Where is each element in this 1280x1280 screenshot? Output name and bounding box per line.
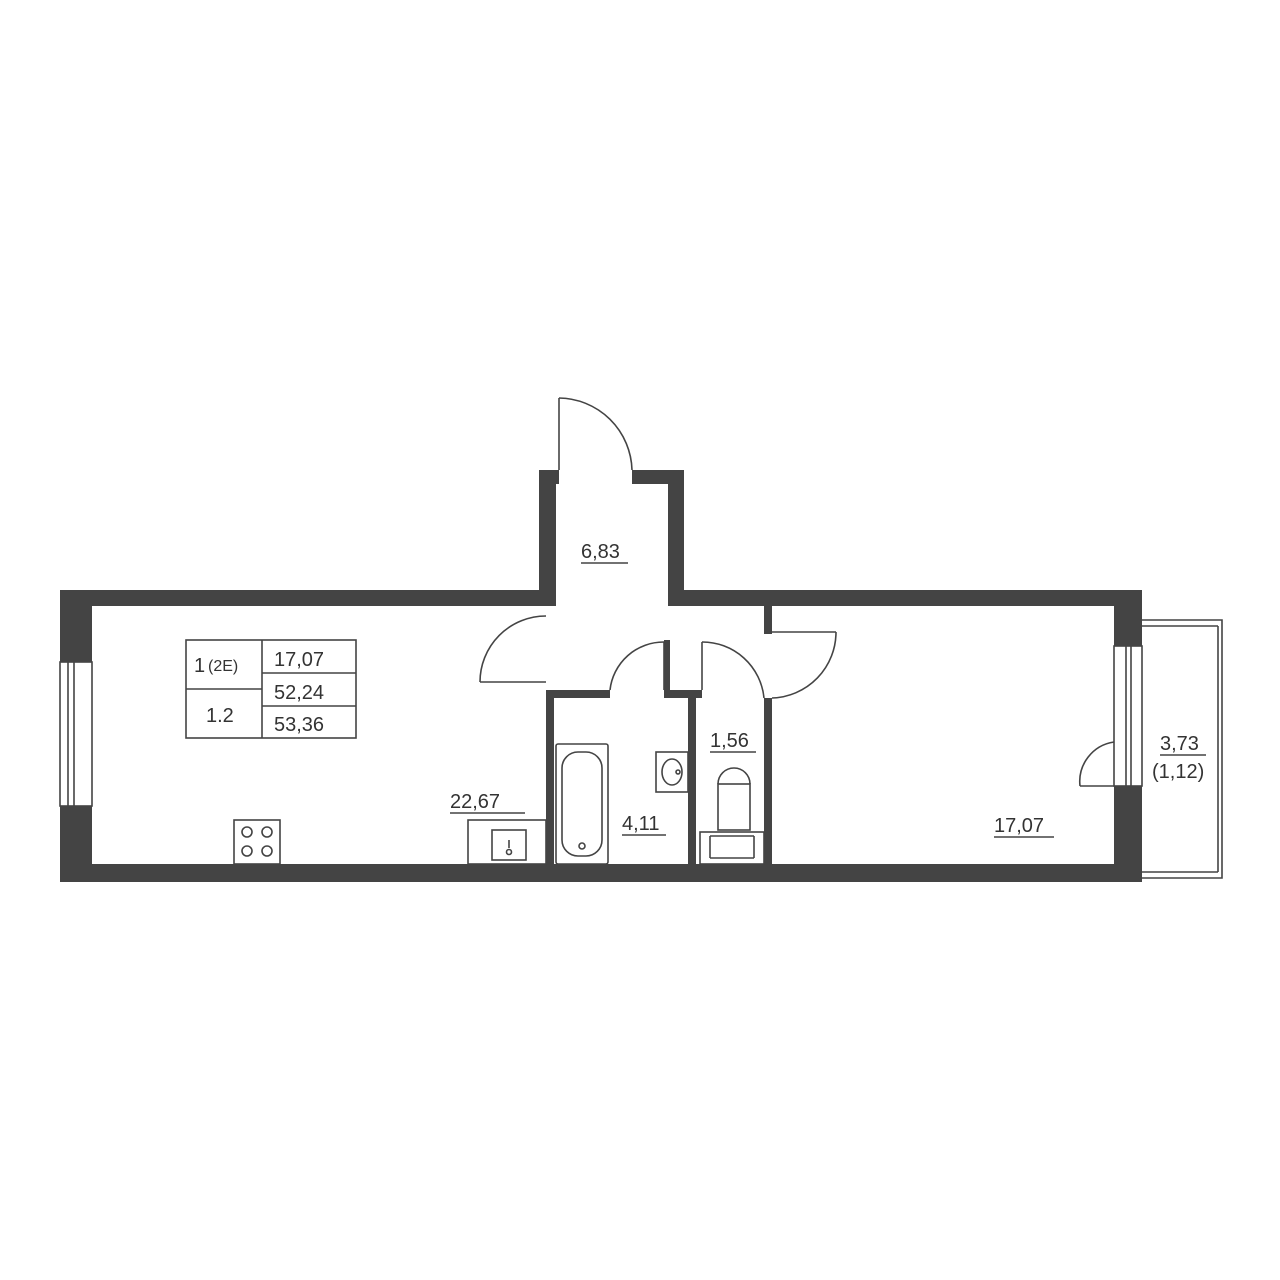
balcony (1142, 619, 1223, 879)
wall-corridor-left (539, 470, 556, 606)
wall-corridor-right (668, 470, 684, 606)
wall-right-lower (1114, 786, 1142, 882)
toilet-area: 1,56 (710, 730, 749, 752)
wall-toilet-right (764, 698, 772, 866)
doors (479, 397, 1115, 787)
summary-rooms: 1 (194, 655, 205, 677)
balcony-reduced-area: (1,12) (1152, 761, 1204, 783)
wall-bath-left (546, 690, 554, 866)
washbasin (655, 751, 689, 793)
wall-bath-top (546, 690, 610, 698)
kitchen-living-area: 22,67 (450, 791, 500, 813)
wall-bath-toilet (688, 690, 696, 866)
summary-total-area: 52,24 (274, 682, 324, 704)
wall-bedroom-stub (764, 606, 772, 634)
balcony-area: 3,73 (1160, 733, 1199, 755)
wall-top-right (668, 590, 1142, 606)
summary-floor: 1.2 (206, 705, 234, 727)
summary-table: 1 (2E) 1.2 17,07 52,24 53,36 (185, 639, 357, 739)
kitchen-door-swing (479, 615, 547, 683)
bedroom-door-swing (771, 631, 837, 699)
wall-left-upper (60, 590, 92, 662)
summary-total-with-balcony: 53,36 (274, 714, 324, 736)
balcony-door-window (1113, 645, 1143, 787)
toilet-bowl (717, 767, 751, 831)
window-left (59, 661, 93, 807)
bathtub (555, 743, 609, 865)
balcony-door-swing (1078, 741, 1115, 787)
stove (233, 819, 281, 865)
bedroom-area: 17,07 (994, 815, 1044, 837)
toilet-door-swing (701, 641, 765, 699)
wall-top-left (60, 590, 552, 606)
wall-right-upper (1114, 590, 1142, 646)
walls (60, 470, 1142, 882)
toilet-cistern-shelf (699, 831, 765, 865)
summary-living-area: 17,07 (274, 649, 324, 671)
hall-area: 6,83 (581, 541, 620, 563)
bathroom-area: 4,11 (622, 813, 659, 835)
summary-type: (2E) (208, 658, 238, 675)
bath-door-swing (609, 641, 665, 691)
room-labels: 6,83 22,67 4,11 1,56 17,07 3,73 (1,12) (450, 541, 1206, 838)
wall-mid-stub (664, 640, 670, 698)
wall-corridor-left-cap (539, 470, 559, 484)
kitchen-counter (467, 819, 547, 865)
entrance-door-swing (558, 397, 633, 471)
wall-bottom (60, 864, 1142, 882)
wall-bath-toilet-top (668, 690, 702, 698)
